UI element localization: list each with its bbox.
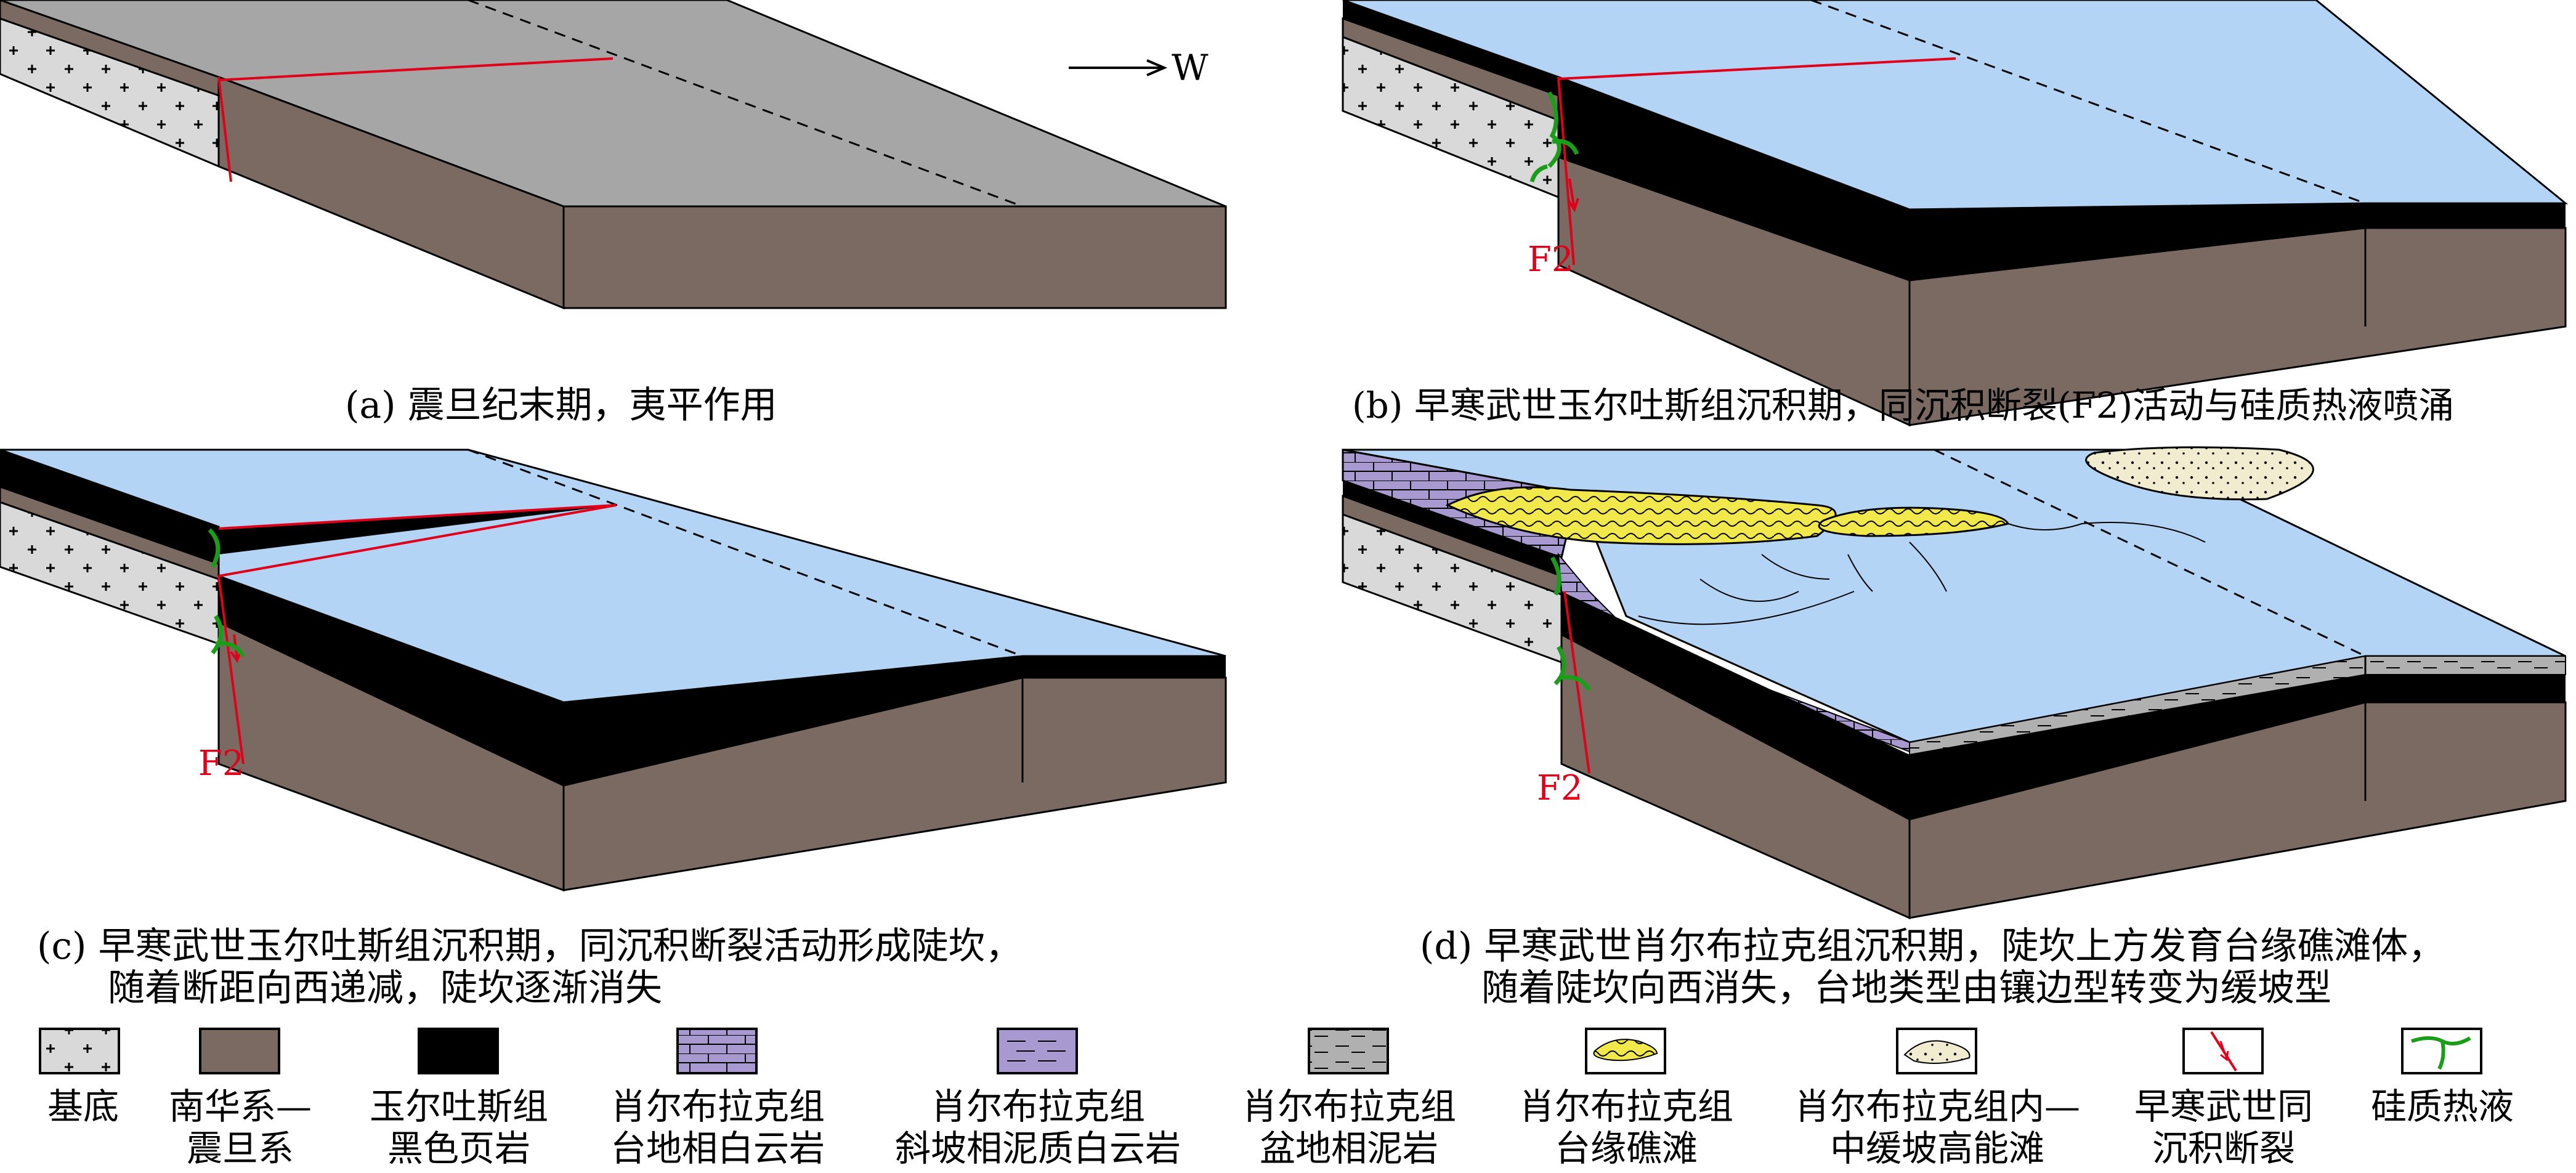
shale-sliver-c (0, 450, 219, 564)
dashed-line-b (1810, 0, 2366, 205)
shale-front-b (1558, 77, 1910, 280)
legend-swatch-nanhua-sinian (199, 1028, 280, 1074)
legend-swatch-platform-dolomite (676, 1028, 758, 1074)
shale-side-d (1910, 675, 2566, 819)
legend-swatch-hydrothermal (2401, 1028, 2482, 1074)
sinian-side-c (562, 676, 1227, 891)
sinian-side-b (1908, 227, 2567, 426)
north-arrow: W (1069, 47, 1209, 89)
reef-body-d (1445, 486, 1837, 545)
legend-label-reef: 肖尔布拉克组 台缘礁滩 (1518, 1086, 1733, 1169)
legend-swatch-shoal (1896, 1028, 1977, 1074)
fault-plane-c (217, 575, 245, 765)
reef-body-small-d (1818, 506, 2010, 537)
legend-label-platform-dolomite: 肖尔布拉克组 台地相白云岩 (610, 1086, 825, 1169)
legend-label-nanhua-sinian: 南华系— 震旦系 (168, 1086, 312, 1169)
hydrothermal-c (208, 528, 246, 657)
caption-c-line1: (c) 早寒武世玉尔吐斯组沉积期，同沉积断裂活动形成陡坎， (37, 925, 1023, 968)
legend-swatch-fault (2182, 1028, 2264, 1074)
fault-trace-a (218, 57, 614, 81)
shoal-d (2085, 446, 2314, 501)
caption-d-line1: (d) 早寒武世肖尔布拉克组沉积期，陡坎上方发育台缘礁滩体， (1420, 925, 2445, 968)
legend-label-slope-muddy-dolomite: 肖尔布拉克组 斜坡相泥质白云岩 (894, 1086, 1181, 1169)
legend-label-basement: 基底 (47, 1086, 119, 1127)
panel-a: W (0, 0, 1227, 310)
caption-b: (b) 早寒武世玉尔吐斯组沉积期，同沉积断裂(F2)活动与硅质热液喷涌 (1352, 384, 2455, 426)
legend-label-fault: 早寒武世同 沉积断裂 (2134, 1086, 2313, 1169)
dashed-line-d (1934, 448, 2366, 657)
fault-plane-b (1557, 76, 1575, 266)
fault-plane-d (1563, 591, 1590, 774)
panel-b: F2 (1342, 0, 2569, 427)
shale-front-c (219, 576, 564, 785)
hydrothermal-d (1550, 556, 1592, 691)
legend-swatches (39, 1028, 2482, 1074)
shale-side-c (564, 656, 1226, 785)
dashed-line-c (468, 448, 1023, 657)
legend-label-hydrothermal: 硅质热液 (2370, 1086, 2514, 1127)
fault-label-b: F2 (1528, 240, 1573, 280)
sinian-side-d (1908, 701, 2567, 919)
shale-sliver-d (1343, 481, 1561, 576)
legend-swatch-slope-muddy-dolomite (997, 1028, 1078, 1074)
fault-trace-c (218, 504, 617, 577)
side-face-a (562, 205, 1227, 309)
fault-trace-b (1558, 57, 1956, 80)
north-arrow-label: W (1172, 47, 1209, 89)
caption-c-line2: 随着断距向西递减，陡坎逐渐消失 (108, 967, 662, 1010)
legend-label-black-shale: 玉尔吐斯组 黑色页岩 (369, 1086, 548, 1169)
legend-swatch-black-shale (418, 1028, 499, 1074)
panel-c: F2 (0, 448, 1227, 892)
caption-d-line2: 随着陡坎向西消失，台地类型由镶边型转变为缓坡型 (1481, 967, 2331, 1010)
caption-a: (a) 震旦纪末期，夷平作用 (345, 384, 777, 427)
legend-swatch-reef (1585, 1028, 1666, 1074)
fault-slip-arrow-b (1567, 178, 1579, 213)
legend-swatch-basin-mudstone (1308, 1028, 1389, 1074)
fault-label-d: F2 (1537, 768, 1582, 808)
fault-label-c: F2 (198, 744, 244, 784)
shale-sliver-b (1343, 0, 1558, 95)
wedge-c (219, 505, 616, 554)
dashed-line-a (468, 0, 1023, 208)
fault-plane-a (217, 76, 232, 182)
shale-front-d (1561, 591, 1910, 819)
legend-label-basin-mudstone: 肖尔布拉克组 盆地相泥岩 (1241, 1086, 1456, 1169)
panel-d: F2 (1342, 446, 2567, 920)
legend-label-shoal: 肖尔布拉克组内— 中缓坡高能滩 (1794, 1086, 2080, 1169)
hydrothermal-b (1529, 91, 1579, 183)
legend-swatch-basement (39, 1028, 120, 1074)
sea-floor-lines-d (1638, 522, 2206, 625)
